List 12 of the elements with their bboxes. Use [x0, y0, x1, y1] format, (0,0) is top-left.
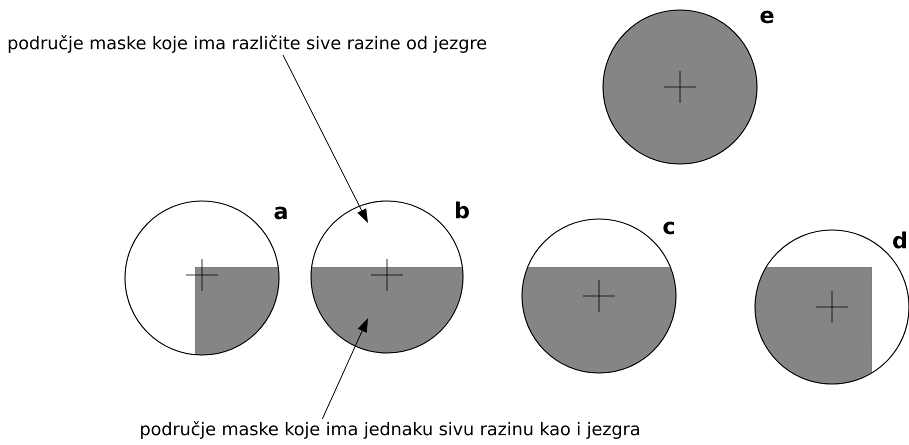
mask-circle: [521, 218, 677, 374]
leader-text: područje maske koje ima jednaku sivu razinu kao i jezgra: [141, 421, 639, 439]
mask-circle: [754, 229, 909, 385]
mask-circle: [602, 9, 758, 165]
leader-text: područje maske koje ima različite sive razine od jezgre: [8, 35, 486, 53]
circle-letter: e: [760, 10, 774, 24]
leader-line: [282, 54, 368, 223]
leader-line: [322, 318, 368, 420]
circle-letter: a: [274, 206, 287, 220]
circle-letter: d: [893, 232, 906, 249]
circle-letter: b: [456, 201, 469, 219]
circle-letter: c: [663, 222, 674, 234]
